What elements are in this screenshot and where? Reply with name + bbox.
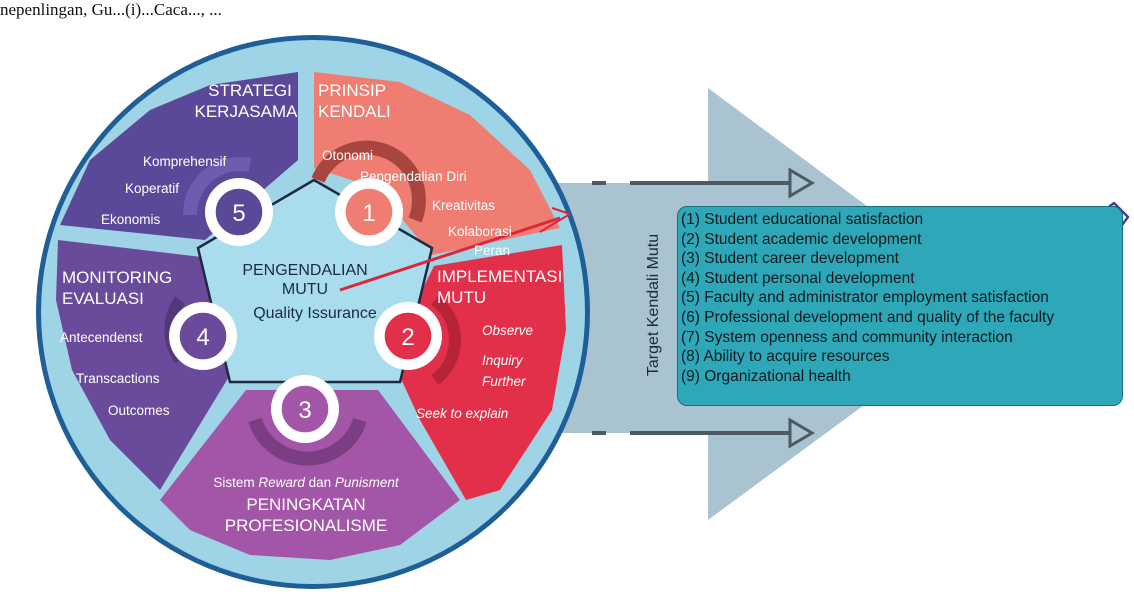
svg-text:2: 2 — [401, 324, 414, 351]
strategi-item-1: Komprehensif — [143, 154, 227, 169]
number-badge-5: 5 — [205, 178, 273, 246]
target-item: (1) Student educational satisfaction — [681, 211, 924, 228]
target-item: (8) Ability to acquire resources — [681, 348, 890, 366]
segment-monitoring-text: MONITORING EVALUASI Antecendenst Transca… — [60, 268, 172, 418]
shadow-arc-1 — [311, 140, 426, 223]
strategi-item-3: Ekonomis — [101, 212, 161, 227]
implementasi-item-1: Observe — [482, 323, 533, 338]
monitoring-title-1: MONITORING — [62, 268, 172, 287]
monitoring-item-2: Transcactions — [76, 371, 160, 386]
target-item: (2) Student academic development — [681, 230, 922, 248]
pointer-line — [339, 216, 561, 292]
target-item: (7) System openness and community intera… — [681, 328, 1013, 346]
monitoring-item-1: Antecendenst — [60, 330, 143, 345]
segment-peningkatan — [160, 390, 460, 560]
svg-text:5: 5 — [232, 200, 245, 227]
svg-text:4: 4 — [196, 324, 209, 351]
implementasi-title-1: IMPLEMENTASI — [437, 267, 562, 286]
strategi-item-2: Koperatif — [125, 181, 179, 196]
implementasi-item-3: Further — [482, 374, 526, 389]
number-badge-3: 3 — [271, 375, 339, 443]
segment-implementasi — [390, 245, 566, 500]
prinsip-item-2: Pengendalian Diri — [360, 169, 467, 184]
target-item: (6) Professional development and quality… — [681, 308, 1055, 326]
monitoring-item-3: Outcomes — [108, 403, 170, 418]
segment-implementasi-text: IMPLEMENTASI MUTU Observe Inquiry Furthe… — [416, 267, 562, 421]
target-item: (5) Faculty and administrator employment… — [681, 289, 1049, 307]
implementasi-title-2: MUTU — [437, 288, 486, 307]
target-item: (9) Organizational health — [681, 367, 851, 385]
peningkatan-title-2: PROFESIONALISME — [225, 516, 387, 535]
target-item: (4) Student personal development — [681, 269, 915, 287]
center-title-line2: MUTU — [282, 281, 328, 298]
implementasi-item-2: Inquiry — [482, 353, 524, 368]
target-box — [677, 206, 1123, 406]
arrow-dashes — [592, 167, 815, 449]
strategi-title-1: STRATEGI — [208, 81, 292, 100]
peningkatan-item: Sistem Reward dan Punisment — [213, 475, 400, 490]
prinsip-item-3: Kreativitas — [432, 198, 495, 213]
center-title-line1: PENGENDALIAN — [242, 262, 367, 279]
caption-fragment: nepenlingan, Gu...(i)...Caca..., ... — [0, 0, 222, 19]
segment-monitoring — [56, 240, 230, 490]
segment-prinsip-text: PRINSIP KENDALI Otonomi Pengendalian Dir… — [318, 81, 512, 258]
prinsip-title-2: KENDALI — [318, 102, 391, 121]
number-badge-1: 1 — [335, 178, 403, 246]
target-item: (3) Student career development — [681, 250, 899, 268]
center-subtitle: Quality Issurance — [253, 305, 377, 322]
implementasi-item-4: Seek to explain — [416, 406, 508, 421]
strategi-title-2: KERJASAMA — [195, 102, 299, 121]
segment-strategi-text: STRATEGI KERJASAMA Komprehensif Koperati… — [101, 81, 298, 227]
prinsip-title-1: PRINSIP — [318, 81, 386, 100]
number-badge-2: 2 — [374, 302, 442, 370]
prinsip-item-5: Peran — [474, 243, 510, 258]
prinsip-item-1: Otonomi — [322, 148, 373, 163]
arrow-label: Target Kendali Mutu — [645, 234, 662, 376]
segment-peningkatan-text: Sistem Reward dan Punisment PENINGKATAN … — [213, 475, 400, 535]
prinsip-item-4: Kolaborasi — [448, 224, 512, 239]
shadow-arc-2 — [431, 295, 461, 385]
svg-text:1: 1 — [362, 200, 375, 227]
number-badge-4: 4 — [169, 302, 237, 370]
target-list: (1) Student educational satisfaction (2)… — [681, 210, 1054, 386]
shadow-arc-5 — [182, 157, 252, 216]
monitoring-title-2: EVALUASI — [62, 289, 144, 308]
peningkatan-title-1: PENINGKATAN — [246, 495, 365, 514]
segment-prinsip — [314, 72, 560, 255]
shadow-arc-3 — [248, 417, 367, 466]
svg-text:3: 3 — [298, 397, 311, 424]
